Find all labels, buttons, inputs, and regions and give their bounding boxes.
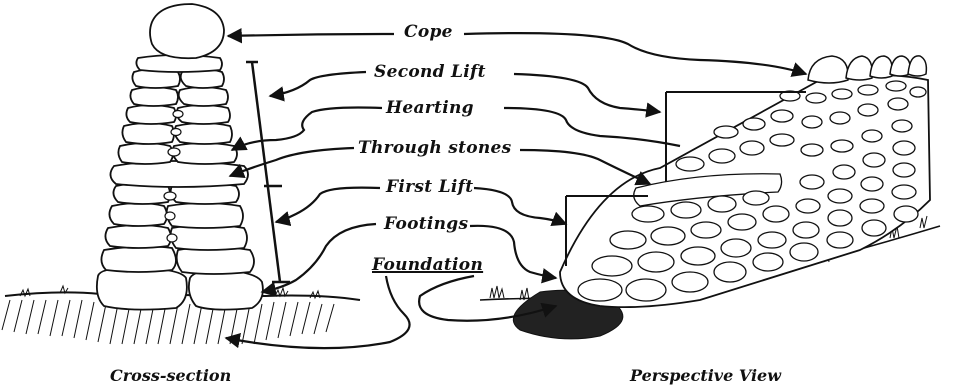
label-foundation: Foundation: [372, 255, 483, 275]
second-lift-leader-left: [270, 72, 366, 96]
caption-cross-section: Cross-section: [110, 366, 231, 385]
label-second-lift: Second Lift: [374, 62, 486, 82]
label-first-lift: First Lift: [386, 177, 473, 197]
label-footings: Footings: [384, 214, 468, 234]
hearting-leader-right: [504, 108, 680, 146]
caption-perspective-view: Perspective View: [630, 366, 781, 385]
cope-leader-right: [464, 33, 806, 74]
cross-section-wall: [97, 4, 263, 310]
through-stones-leader-left: [230, 148, 354, 176]
second-lift-leader-right: [514, 74, 660, 112]
cope-leader-left: [228, 34, 394, 36]
perspective-wall: [480, 56, 940, 339]
label-hearting: Hearting: [386, 98, 474, 118]
first-lift-leader-left: [276, 188, 380, 222]
cross-section-lift-bars: [246, 62, 290, 282]
label-through-stones: Through stones: [358, 138, 512, 158]
label-cope: Cope: [404, 22, 453, 42]
first-lift-leader-right: [474, 188, 566, 224]
